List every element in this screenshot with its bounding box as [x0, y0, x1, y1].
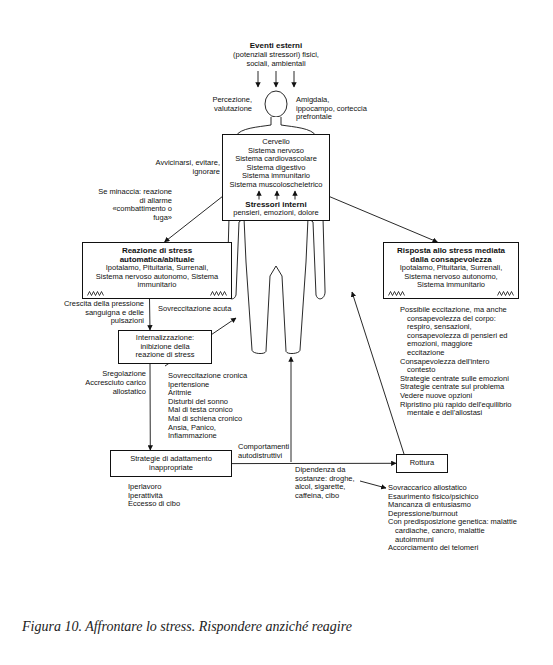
box-heading: Risposta allo stress mediata dalla consa…	[394, 246, 508, 264]
list-item: Strategie centrate sul problema	[400, 383, 512, 392]
list-item: Mal di schiena cronico	[168, 415, 260, 424]
list-item: Eccesso di cibo	[128, 500, 208, 509]
stressor-arrow	[258, 71, 259, 87]
list-item: Mal di testa cronico	[168, 406, 260, 415]
stressor-arrow	[277, 191, 278, 200]
note-label: Crescita della pressione sanguigna e del…	[50, 300, 144, 326]
connector-arrow	[150, 364, 151, 450]
list-item: Ansia, Panico, Infiammazione	[168, 424, 260, 441]
note-label: Dipendenza da sostanze: droghe, alcol, s…	[295, 466, 357, 500]
list-item: Sovreccitazione cronica	[168, 372, 260, 381]
text-column: Sovreccitazione cronicaIpertensioneAritm…	[168, 372, 260, 441]
text-column: IperlavoroIperattivitàEccesso di cibo	[128, 483, 208, 509]
zigzag-line	[211, 291, 227, 295]
list-item: Strategie centrate sulle emozioni	[400, 375, 512, 384]
stressor-arrow	[259, 191, 260, 200]
tension-zigzag	[388, 291, 405, 296]
box-text: Sistema muscoloscheletrico	[225, 181, 327, 190]
box-text: Ipotalamo, Pituitaria, Surrenali, Sistem…	[95, 264, 219, 290]
zigzag-line	[88, 291, 104, 295]
note-label: Avvicinarsi, evitare, ignorare	[138, 159, 220, 176]
stressor-arrow	[276, 71, 277, 87]
list-item: Con predisposizione genetica: malattie c…	[388, 518, 520, 544]
internal-stressor-arrows	[225, 190, 329, 200]
figure-head	[265, 91, 287, 117]
box-text: Ipotalamo, Pituitaria, Surrenali, Sistem…	[394, 264, 508, 290]
note-label: Sovreccitazione acuta	[158, 305, 250, 314]
box-text: Sistema immunitario	[225, 172, 327, 181]
figure-caption: Figura 10. Affrontare lo stress. Rispond…	[22, 619, 542, 635]
stressor-arrow	[294, 71, 295, 87]
list-item: Possibile eccitazione, ma anche consapev…	[400, 306, 512, 358]
tension-zigzag	[497, 291, 514, 296]
connector-arrow	[149, 299, 151, 330]
edge-label: Se minaccia: reazione di allarme «combat…	[92, 188, 172, 222]
list-item: Aritmie	[168, 389, 260, 398]
zigzag-line	[389, 291, 405, 295]
list-item: Consapevolezza dell'intero contesto	[400, 358, 512, 375]
tension-zigzag	[87, 291, 104, 296]
list-item: Disturbi del sonno	[168, 398, 260, 407]
process-box: Internalizzazione: inibizione della reaz…	[118, 330, 212, 364]
connector-arrow	[165, 197, 223, 242]
heading-label: Eventi esterni	[216, 41, 336, 50]
note-label: Amigdala, ippocampo, corteccia prefronta…	[296, 96, 370, 122]
connector-arrow	[232, 463, 396, 464]
list-item: Sovraccarico allostatico	[388, 484, 520, 493]
process-box: Rottura	[396, 454, 448, 473]
list-item: Iperattività	[128, 492, 208, 501]
box-text: Strategie di adattamento inappropriate	[117, 455, 225, 472]
list-item: Ipertensione	[168, 381, 260, 390]
list-item: Esaurimento fisico/psichico	[388, 493, 520, 502]
note-label: Percezione, valutazione	[196, 96, 252, 113]
mindful-response-box: Risposta allo stress mediata dalla consa…	[383, 242, 519, 299]
list-item: Accorciamento dei telomeri	[388, 544, 520, 553]
note-label: (potenziali stressori) fisici, sociali, …	[226, 51, 326, 68]
connector-arrow	[330, 197, 437, 242]
box-text: pensieri, emozioni, dolore	[225, 209, 327, 218]
note-label: Sregolazione	[78, 370, 146, 379]
stressor-arrow	[295, 191, 296, 200]
list-item: Ripristino più rapido dell'equilibrio me…	[400, 401, 512, 418]
automatic-reaction-box: Reazione di stress automatica/abitualeIp…	[82, 242, 232, 299]
text-column: Possibile eccitazione, ma anche consapev…	[400, 306, 512, 418]
feedback-arrow	[352, 292, 404, 454]
box-heading: Reazione di stress automatica/abituale	[95, 246, 219, 264]
box-heading: Stressori interni	[225, 200, 327, 209]
outcome-arrow	[360, 481, 386, 488]
box-text: Internalizzazione: inibizione della reaz…	[125, 334, 205, 360]
list-item: Depressione/burnout	[388, 510, 520, 519]
box-text: Sistema nervoso	[225, 147, 327, 156]
zigzag-line	[498, 291, 514, 295]
text-column: Sovraccarico allostaticoEsaurimento fisi…	[388, 484, 520, 553]
body-systems-box: CervelloSistema nervosoSistema cardiovas…	[222, 134, 330, 221]
note-label: Accresciuto carico allostatico	[78, 379, 146, 396]
list-item: Mancanza di entusiasmo	[388, 501, 520, 510]
tension-zigzag	[210, 291, 227, 296]
note-label: Comportamenti autodistruttivi	[238, 443, 292, 460]
box-text: Sistema cardiovascolare	[225, 155, 327, 164]
list-item: Vedere nuove opzioni	[400, 392, 512, 401]
process-box: Strategie di adattamento inappropriate	[110, 450, 232, 477]
box-text: Rottura	[400, 459, 444, 468]
box-text: Cervello	[225, 138, 327, 147]
feedback-arrow	[291, 357, 292, 462]
list-item: Iperlavoro	[128, 483, 208, 492]
box-text: Sistema digestivo	[225, 164, 327, 173]
